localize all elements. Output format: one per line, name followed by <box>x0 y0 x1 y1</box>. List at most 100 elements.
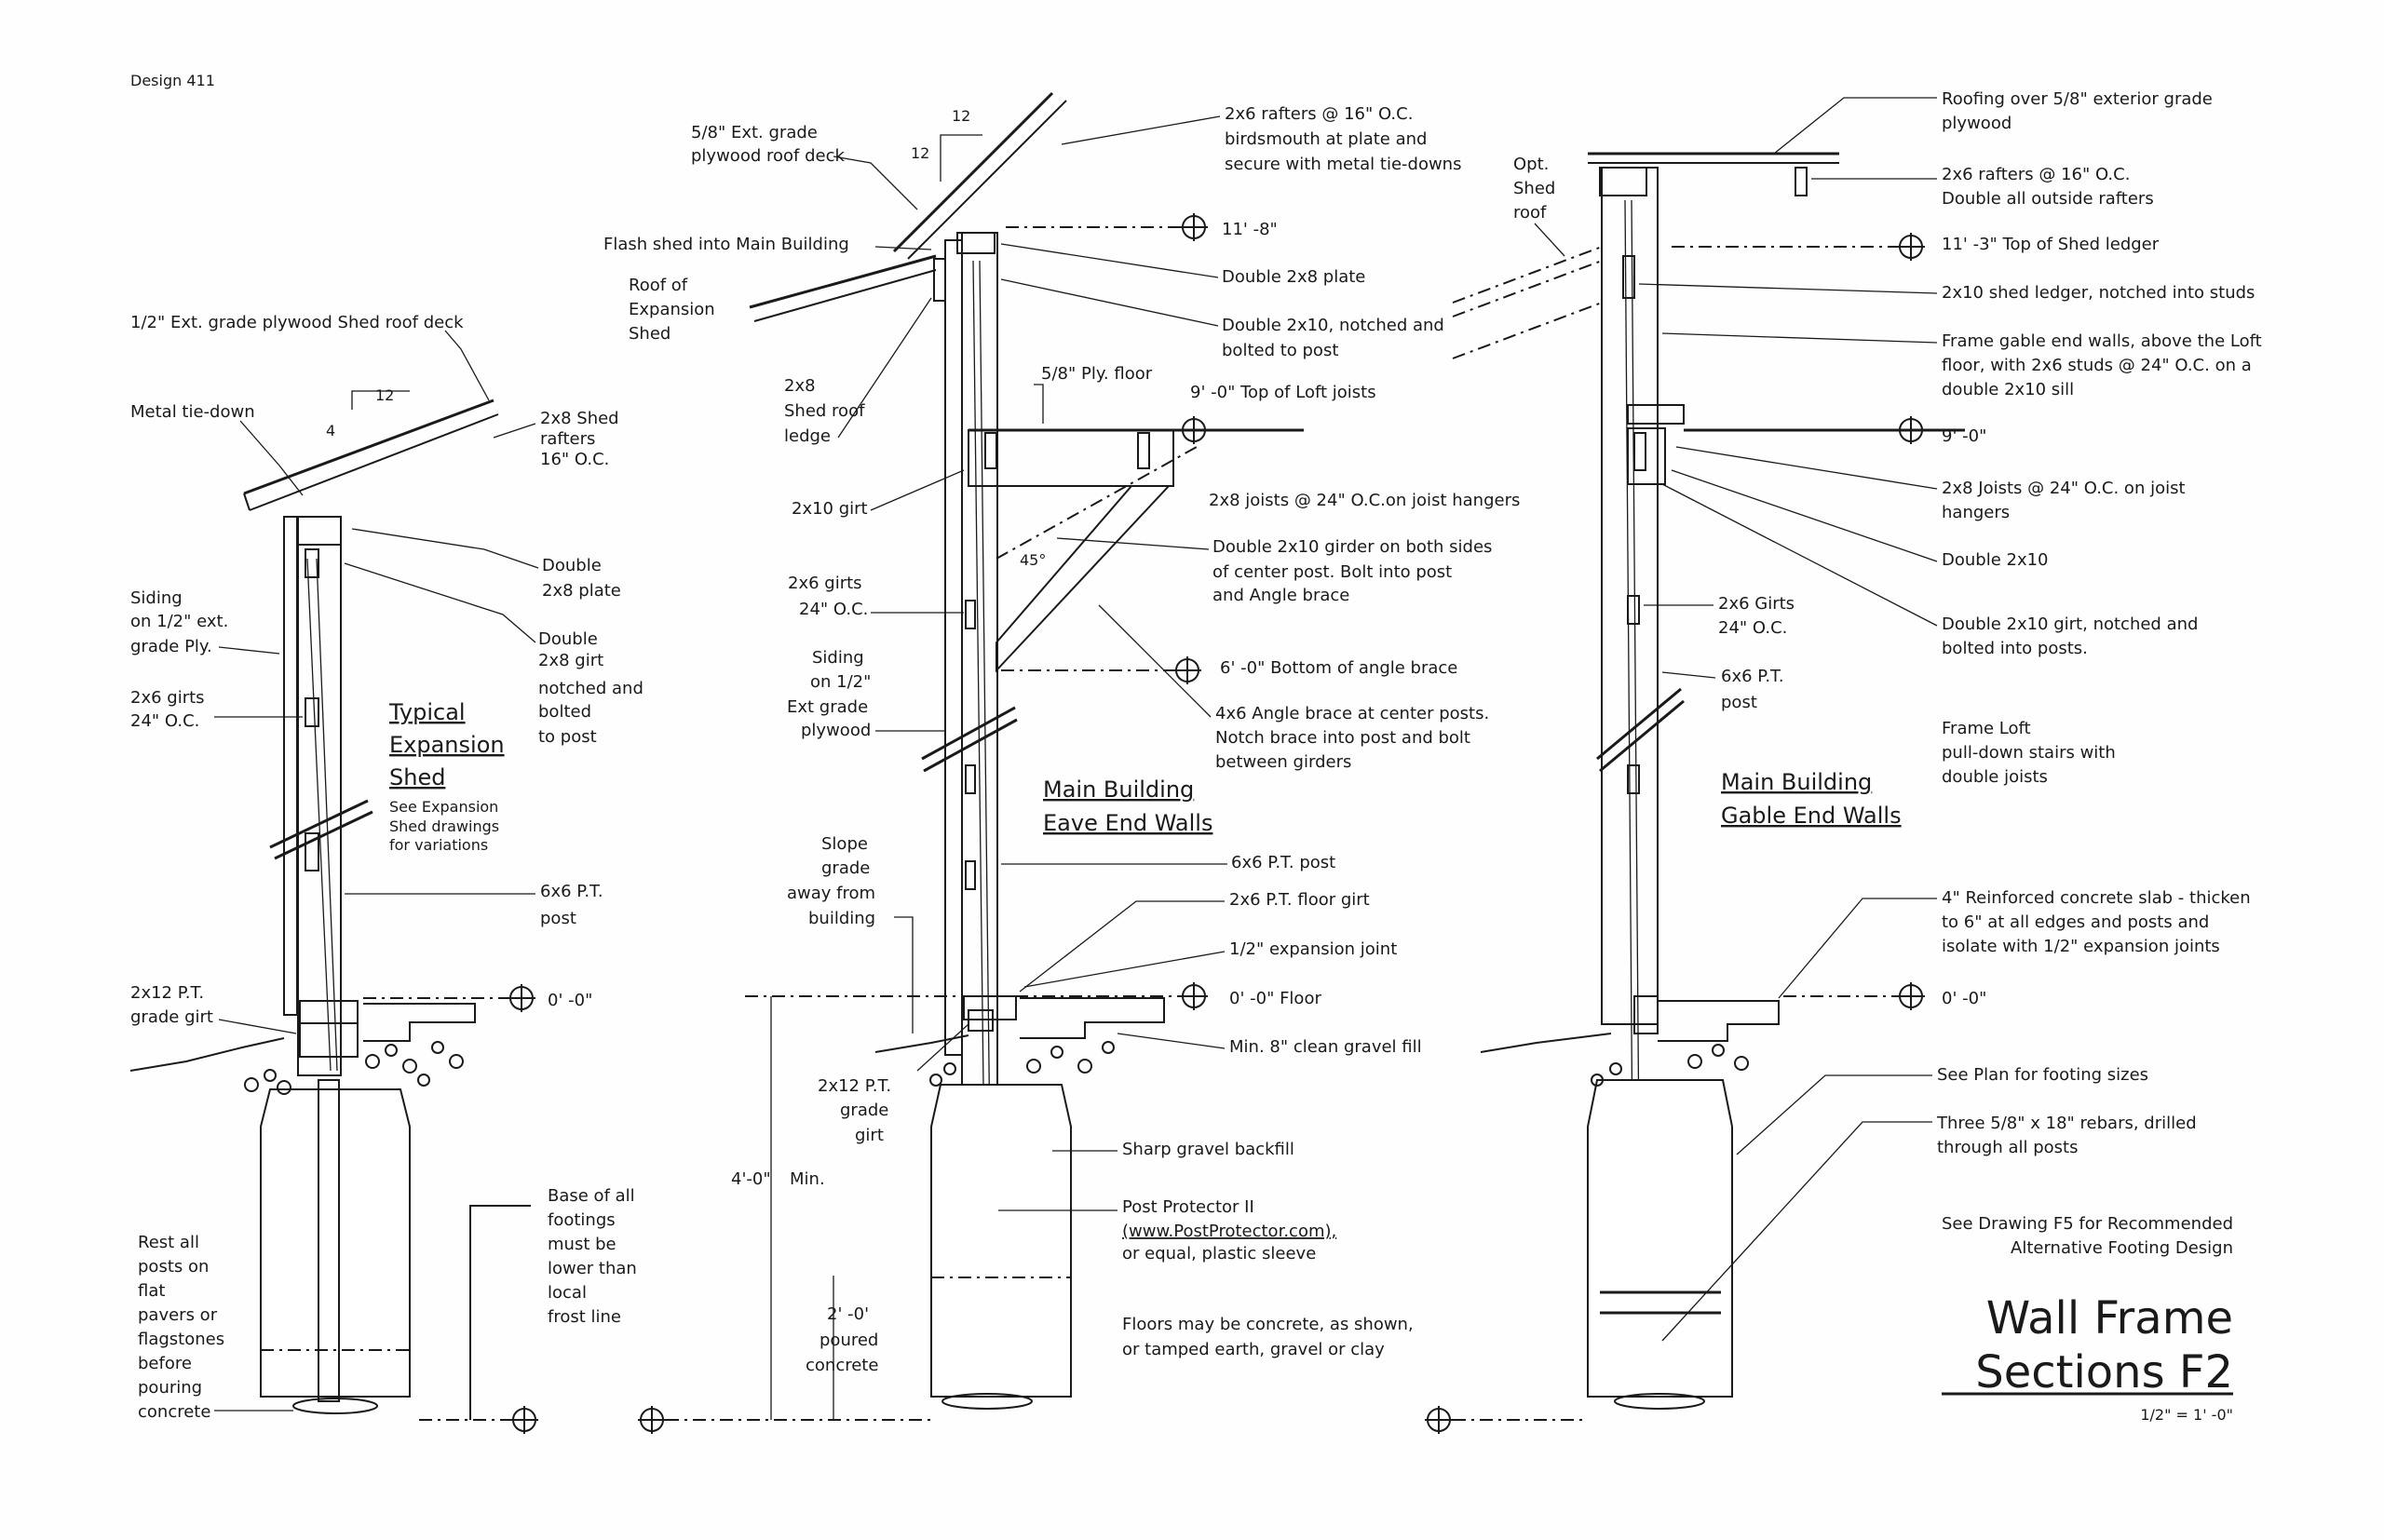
svg-text:footings: footings <box>548 1210 616 1230</box>
svg-text:Frame gable end walls, above t: Frame gable end walls, above the Loft <box>1942 331 2262 351</box>
svg-text:concrete: concrete <box>806 1356 878 1375</box>
svg-text:Min.: Min. <box>790 1169 825 1189</box>
svg-text:2x8 Joists @ 24" O.C. on joist: 2x8 Joists @ 24" O.C. on joist <box>1942 479 2186 498</box>
label-shed-ledger: 2x10 shed ledger, notched into studs <box>1942 283 2255 303</box>
svg-text:and Angle brace: and Angle brace <box>1212 586 1349 605</box>
svg-text:on 1/2": on 1/2" <box>810 672 871 692</box>
svg-text:pouring: pouring <box>138 1378 202 1398</box>
svg-text:grade girt: grade girt <box>130 1007 213 1027</box>
svg-text:plywood: plywood <box>801 721 871 740</box>
svg-text:concrete: concrete <box>138 1402 210 1422</box>
svg-text:Shed: Shed <box>389 764 445 790</box>
svg-text:plywood roof deck: plywood roof deck <box>691 146 845 166</box>
main-roof-deck <box>892 91 1054 253</box>
shed-grade-line <box>129 1037 285 1072</box>
sheet-title-line2: Sections F2 <box>1975 1346 2233 1398</box>
main-pitch-run: 12 <box>952 107 970 125</box>
label-tiedown: Metal tie-down <box>130 402 255 422</box>
gable-title: Main Building Gable End Walls <box>1721 769 1902 829</box>
svg-text:2x6 rafters @ 16" O.C.: 2x6 rafters @ 16" O.C. <box>1225 104 1413 124</box>
label-level-11-8: 11' -8" <box>1222 220 1278 239</box>
svg-text:to post: to post <box>538 727 597 747</box>
label-gable-level-9: 9' -0" <box>1942 426 1986 446</box>
svg-text:flat: flat <box>138 1281 165 1301</box>
svg-text:Notch brace into post and bolt: Notch brace into post and bolt <box>1215 728 1470 748</box>
shed-footing <box>260 1088 411 1398</box>
gable-slab <box>1658 1000 1780 1042</box>
svg-text:on 1/2" ext.: on 1/2" ext. <box>130 612 228 631</box>
label-shed-post: 6x6 P.T. post <box>540 882 603 928</box>
label-shed-grade-girt: 2x12 P.T. grade girt <box>130 983 213 1027</box>
label-brace-bottom: 6' -0" Bottom of angle brace <box>1220 658 1457 678</box>
svg-text:Expansion: Expansion <box>629 300 715 319</box>
label-poured-concrete: 2' -0' poured concrete <box>806 1304 878 1375</box>
expansion-shed-roof <box>749 254 937 309</box>
eave-joist <box>1137 432 1150 469</box>
opt-shed-roof <box>1452 246 1603 304</box>
svg-text:Three 5/8" x 18" rebars, drill: Three 5/8" x 18" rebars, drilled <box>1936 1114 2197 1133</box>
shed-level-0: 0' -0" <box>548 991 592 1010</box>
svg-text:6x6 P.T.: 6x6 P.T. <box>1721 667 1784 686</box>
svg-text:Shed roof: Shed roof <box>784 401 865 421</box>
main-pitch-mark <box>940 134 982 182</box>
svg-text:Siding: Siding <box>130 588 183 608</box>
eave-slab <box>1020 997 1165 1039</box>
label-depth: 4'-0" Min. <box>731 1169 825 1189</box>
label-gravel-fill: Min. 8" clean gravel fill <box>1229 1037 1422 1057</box>
svg-text:Double 2x10 girt, notched and: Double 2x10 girt, notched and <box>1942 615 2198 634</box>
svg-text:Floors may be concrete, as sho: Floors may be concrete, as shown, <box>1122 1315 1414 1334</box>
svg-text:2x8: 2x8 <box>784 376 816 396</box>
svg-text:Roofing over 5/8" exterior gra: Roofing over 5/8" exterior grade <box>1942 89 2213 109</box>
label-roofing: Roofing over 5/8" exterior grade plywood <box>1942 89 2213 133</box>
label-eave-notched: Double 2x10, notched and bolted to post <box>1222 316 1444 360</box>
svg-text:Siding: Siding <box>812 648 864 668</box>
svg-text:or tamped earth, gravel or cla: or tamped earth, gravel or clay <box>1122 1340 1385 1359</box>
gable-sill <box>1627 404 1685 425</box>
svg-text:through all posts: through all posts <box>1937 1138 2078 1157</box>
svg-text:birdsmouth at plate and: birdsmouth at plate and <box>1225 129 1427 149</box>
label-backfill: Sharp gravel backfill <box>1122 1140 1294 1159</box>
svg-text:24" O.C.: 24" O.C. <box>799 600 868 619</box>
svg-text:See Drawing F5 for Recommended: See Drawing F5 for Recommended <box>1942 1214 2233 1234</box>
svg-text:2x8 Shed: 2x8 Shed <box>540 409 619 428</box>
svg-text:Gable End Walls: Gable End Walls <box>1721 803 1902 829</box>
svg-text:Main Building: Main Building <box>1043 777 1194 803</box>
label-ledger-top: 11' -3" Top of Shed ledger <box>1942 235 2160 254</box>
label-double-2x10: Double 2x10 <box>1942 550 2049 570</box>
svg-text:6x6 P.T.: 6x6 P.T. <box>540 882 603 901</box>
svg-text:16" O.C.: 16" O.C. <box>540 450 609 469</box>
svg-text:frost line: frost line <box>548 1307 621 1327</box>
design-number: Design 411 <box>130 72 215 89</box>
svg-text:Roof of: Roof of <box>629 276 688 295</box>
label-slope-grade: Slope grade away from building <box>787 834 875 928</box>
shed-section: 12 4 0' -0" <box>129 313 643 1434</box>
svg-text:of center post. Bolt into post: of center post. Bolt into post <box>1212 562 1452 582</box>
gable-section: Opt. Shed roof Roofing over 5/8" exterio… <box>1425 89 2262 1434</box>
eave-title: Main Building Eave End Walls <box>1043 777 1212 836</box>
title-block: Wall Frame Sections F2 1/2" = 1' -0" <box>1942 1292 2233 1424</box>
shed-title: Typical Expansion Shed See Expansion She… <box>388 699 505 854</box>
svg-text:2x12 P.T.: 2x12 P.T. <box>818 1076 891 1096</box>
eave-plate <box>956 232 996 254</box>
svg-text:4" Reinforced concrete slab -: 4" Reinforced concrete slab - thicken <box>1942 888 2251 908</box>
svg-text:posts on: posts on <box>138 1257 209 1277</box>
label-gable-level-0: 0' -0" <box>1942 989 1986 1008</box>
gable-level-markers <box>1425 233 1925 1434</box>
svg-text:double 2x10 sill: double 2x10 sill <box>1942 380 2074 399</box>
svg-text:rafters: rafters <box>540 429 595 449</box>
svg-text:2' -0': 2' -0' <box>827 1304 869 1324</box>
label-shed-plate: Double 2x8 plate <box>542 556 621 601</box>
label-eave-girts: 2x6 girts 24" O.C. <box>788 574 868 619</box>
angle-brace <box>996 485 1172 673</box>
label-eave-grade-girt: 2x12 P.T. grade girt <box>818 1076 891 1145</box>
svg-text:ledge: ledge <box>784 426 831 446</box>
svg-text:flagstones: flagstones <box>138 1330 224 1349</box>
svg-text:local: local <box>548 1283 587 1303</box>
svg-text:Main Building: Main Building <box>1721 769 1872 795</box>
svg-text:Double: Double <box>542 556 602 575</box>
label-shed-rafters: 2x8 Shed rafters 16" O.C. <box>540 409 619 469</box>
svg-text:Base of all: Base of all <box>548 1186 635 1206</box>
svg-text:poured: poured <box>820 1331 878 1350</box>
